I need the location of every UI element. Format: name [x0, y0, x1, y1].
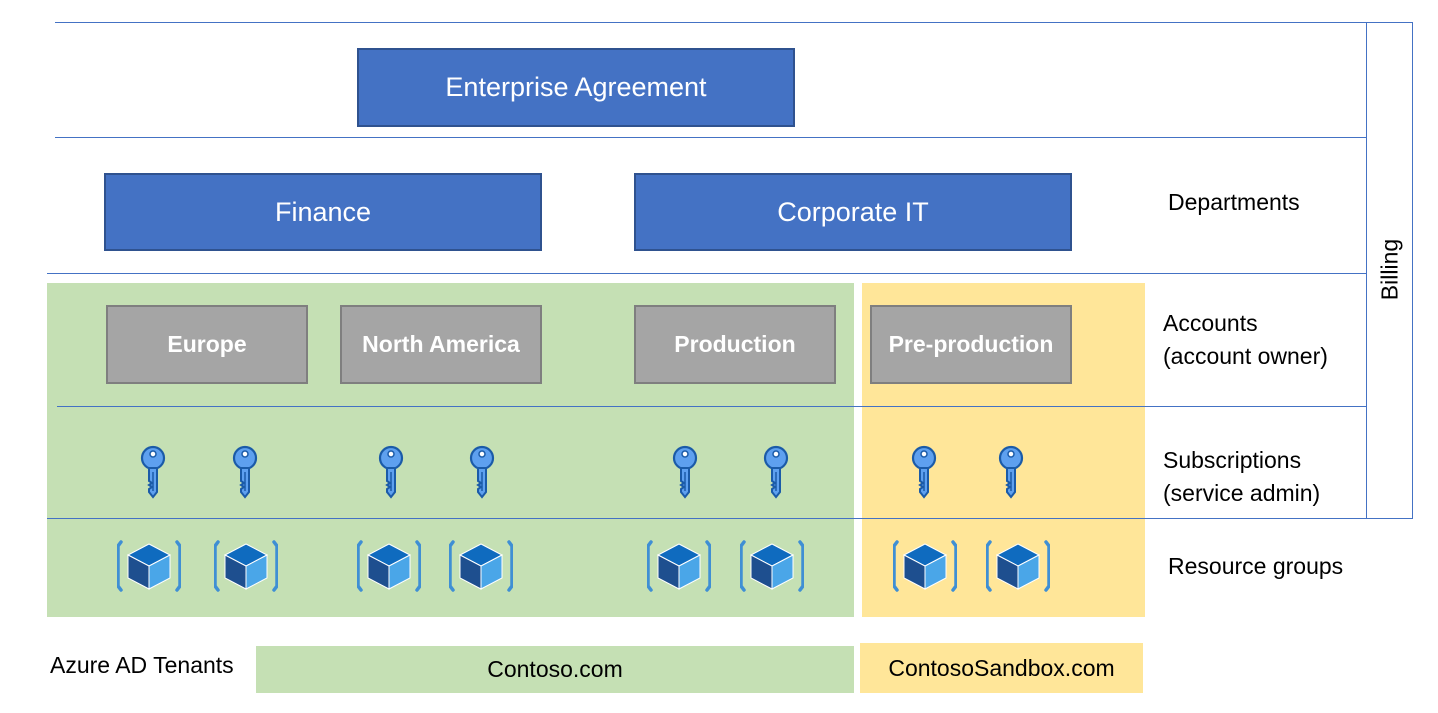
subscription-key-icon: [672, 445, 698, 499]
subscriptions-label-line1: Subscriptions: [1163, 447, 1302, 473]
subscription-key-icon: [911, 445, 937, 499]
departments-label: Departments: [1168, 189, 1300, 215]
resource-group-cube-icon: [647, 540, 711, 592]
account-pre-production-box: Pre-production: [870, 305, 1072, 384]
department-finance-box: Finance: [104, 173, 542, 251]
billing-right-line: [1412, 22, 1413, 519]
subscription-key-icon: [232, 445, 258, 499]
enterprise-divider-line: [55, 137, 1366, 138]
enterprise-agreement-box: Enterprise Agreement: [357, 48, 795, 127]
accounts-label-line1: Accounts: [1163, 310, 1258, 336]
departments-divider-line: [47, 273, 1366, 274]
tenant-contoso-box: Contoso.com: [256, 646, 854, 693]
accounts-label-line2: (account owner): [1163, 343, 1328, 369]
resource-group-cube-icon: [117, 540, 181, 592]
billing-label: Billing: [1376, 238, 1403, 301]
tenants-label: Azure AD Tenants: [50, 652, 234, 678]
resource-group-cube-icon: [986, 540, 1050, 592]
resource-group-cube-icon: [893, 540, 957, 592]
account-europe-box: Europe: [106, 305, 308, 384]
subscriptions-label-line2: (service admin): [1163, 480, 1321, 506]
resource-group-cube-icon: [214, 540, 278, 592]
subscriptions-divider-line: [47, 518, 1413, 519]
billing-left-line: [1366, 22, 1367, 519]
subscription-key-icon: [998, 445, 1024, 499]
resource-groups-label: Resource groups: [1168, 553, 1344, 579]
subscription-key-icon: [378, 445, 404, 499]
resource-group-cube-icon: [740, 540, 804, 592]
subscription-key-icon: [763, 445, 789, 499]
resource-group-cube-icon: [357, 540, 421, 592]
resource-group-cube-icon: [449, 540, 513, 592]
account-north-america-box: North America: [340, 305, 542, 384]
accounts-divider-line: [57, 406, 1366, 407]
account-production-box: Production: [634, 305, 836, 384]
department-corporate-it-box: Corporate IT: [634, 173, 1072, 251]
subscription-key-icon: [140, 445, 166, 499]
subscription-key-icon: [469, 445, 495, 499]
tenant-sandbox-box: ContosoSandbox.com: [860, 643, 1143, 693]
top-border-line: [55, 22, 1413, 23]
